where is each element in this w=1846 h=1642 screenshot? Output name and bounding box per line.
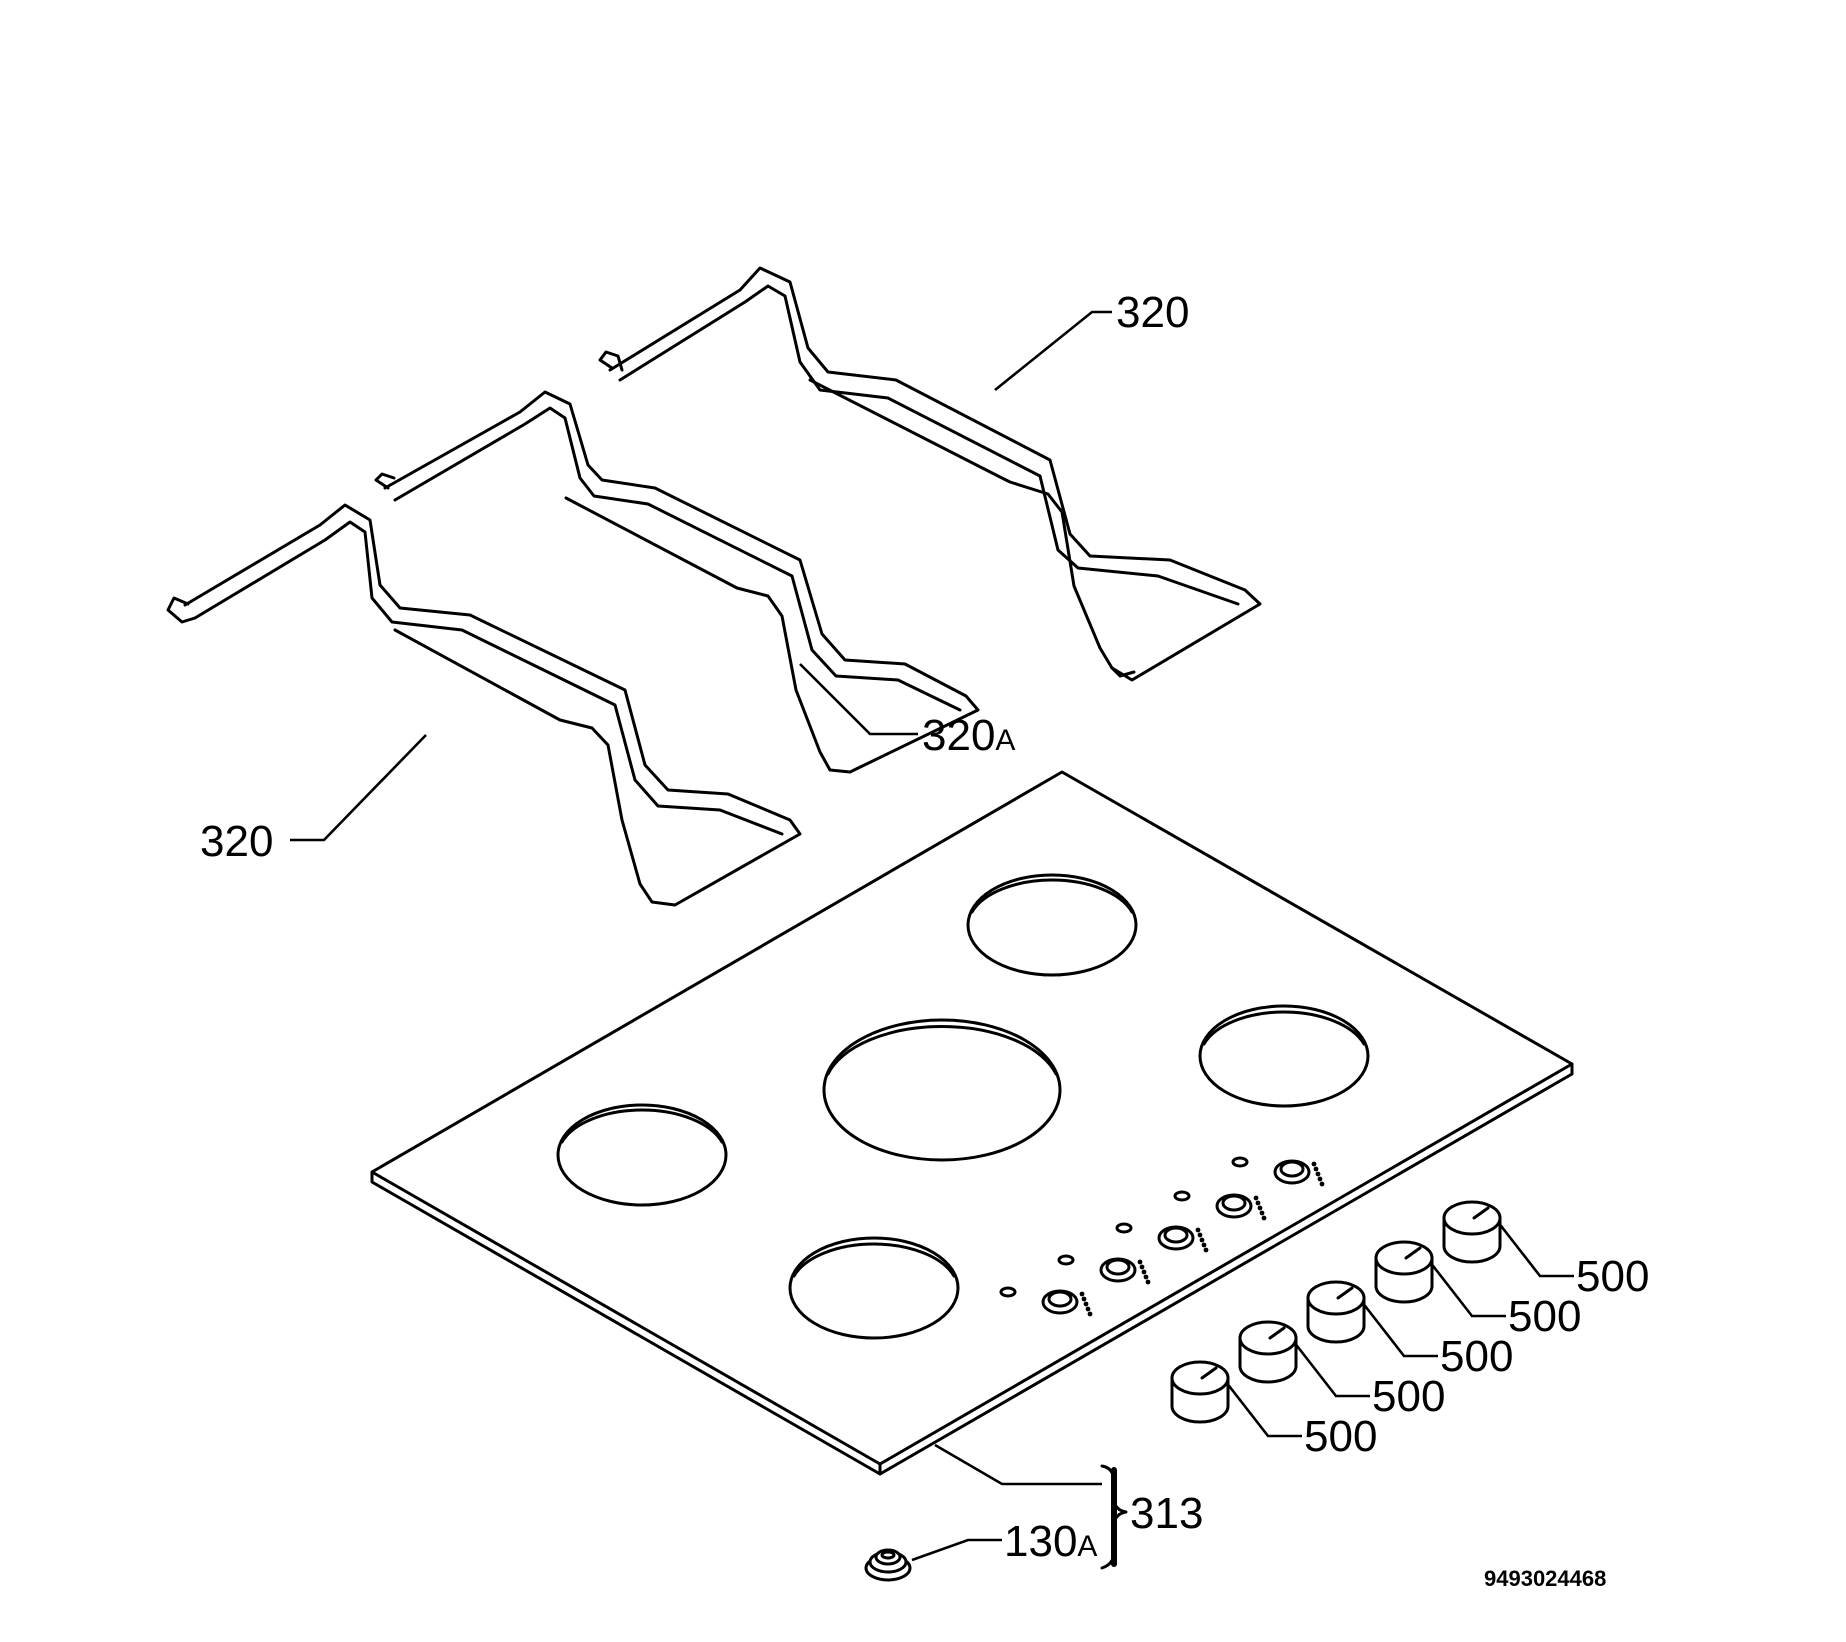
knob-spindle	[1231, 1156, 1325, 1187]
pan-support-grid-right	[598, 266, 1262, 682]
knob-spindle	[999, 1286, 1093, 1317]
callout-grid-middle-number: 320	[922, 711, 995, 760]
callout-knob-5: 500	[1304, 1412, 1377, 1461]
burner-hole-front	[788, 1236, 960, 1340]
burner-hole-back	[966, 873, 1138, 977]
callout-knob-2: 500	[1508, 1292, 1581, 1341]
control-knob	[1306, 1280, 1366, 1344]
document-number: 9493024468	[1484, 1566, 1606, 1591]
knob-spindles	[999, 1156, 1325, 1317]
callout-knob-4: 500	[1372, 1372, 1445, 1421]
callout-grid-right: 320	[1116, 288, 1189, 337]
rubber-foot	[864, 1548, 912, 1582]
burner-hole-left	[556, 1103, 728, 1207]
callout-hob-top: 313	[1130, 1489, 1203, 1538]
control-knob	[1170, 1360, 1230, 1424]
callout-foot-number: 130	[1004, 1517, 1077, 1566]
callout-foot-suffix: A	[1077, 1530, 1097, 1563]
burner-hole-center	[822, 1018, 1062, 1162]
control-knob	[1374, 1240, 1434, 1304]
control-knob	[1238, 1320, 1298, 1384]
pan-support-grid-middle	[374, 390, 980, 774]
callout-labels: 320 320 320A 500 500 500 500 500 313 130…	[200, 288, 1649, 1591]
callout-grid-middle: 320A	[922, 711, 1015, 760]
hob-burner-holes	[556, 873, 1370, 1340]
pan-support-grid-left	[166, 503, 802, 907]
callout-grid-middle-suffix: A	[995, 724, 1015, 757]
knob-spindle	[1057, 1254, 1151, 1285]
burner-hole-right	[1198, 1004, 1370, 1108]
callout-knob-1: 500	[1576, 1252, 1649, 1301]
control-knob	[1442, 1200, 1502, 1264]
control-knobs	[1170, 1200, 1502, 1424]
callout-grid-left: 320	[200, 817, 273, 866]
leader-lines	[290, 310, 1574, 1570]
callout-knob-3: 500	[1440, 1332, 1513, 1381]
knob-spindle	[1173, 1190, 1267, 1221]
callout-foot: 130A	[1004, 1517, 1097, 1566]
knob-spindle	[1115, 1222, 1209, 1253]
